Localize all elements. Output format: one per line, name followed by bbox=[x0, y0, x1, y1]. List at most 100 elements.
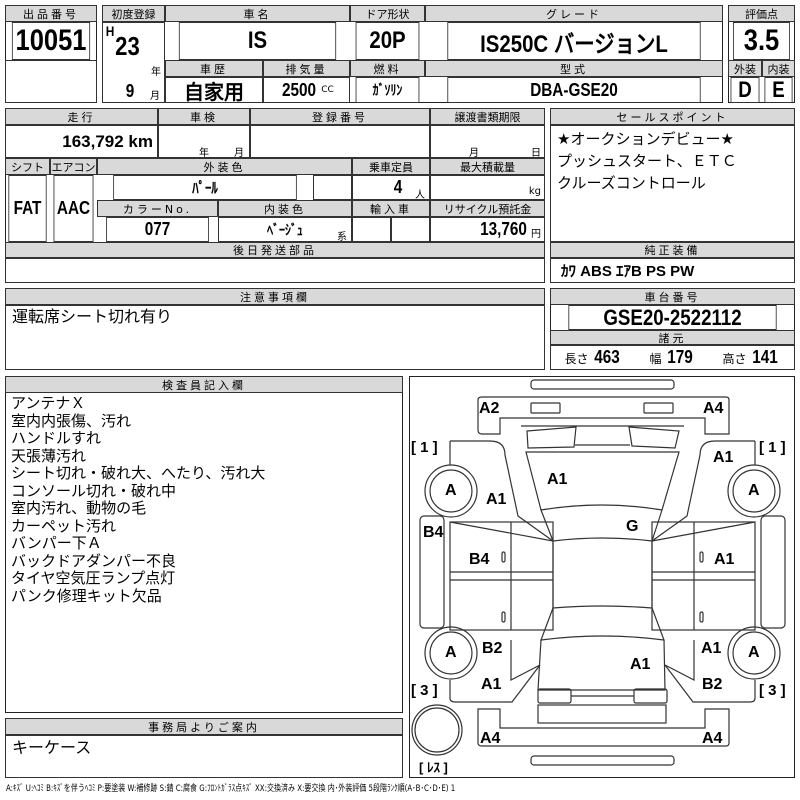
score: 3.5 bbox=[733, 22, 790, 60]
grade: IS250C バージョンL bbox=[447, 22, 701, 60]
displacement-label: 排気量 bbox=[263, 60, 350, 77]
year-unit: 年 bbox=[151, 67, 161, 78]
mark-trunk: A1 bbox=[630, 656, 651, 673]
lot-number: 10051 bbox=[11, 22, 91, 60]
int-grade: E bbox=[764, 77, 793, 103]
legend: A:ｷｽﾞ U:ﾍｺﾐ B:ｷｽﾞを伴うﾍｺﾐ P:要塗装 W:補修跡 S:錆 … bbox=[6, 784, 456, 794]
color-no: 077 bbox=[106, 217, 209, 242]
fuel: ｶﾞｿﾘﾝ bbox=[355, 77, 420, 103]
recycle-fee: 13,760 bbox=[480, 219, 527, 239]
mark-wheel-rl: A bbox=[445, 644, 457, 661]
door-label: ドア形状 bbox=[350, 5, 425, 22]
inspector-notes: アンテナＸ 室内内張傷、汚れ ハンドルすれ 天張薄汚れ シート切れ・破れ大、へた… bbox=[11, 394, 266, 605]
transfer-label: 譲渡書類期限 bbox=[430, 108, 545, 125]
chassis-label: 車台番号 bbox=[550, 288, 795, 305]
mark-right-door: A1 bbox=[714, 551, 735, 568]
mark-rear-right-fender: A1 bbox=[701, 640, 722, 657]
ac: AAC bbox=[53, 175, 94, 242]
reg-cell: H 23 年 9 月 bbox=[102, 22, 165, 103]
grade-label: グレード bbox=[425, 5, 723, 22]
mark-rear-bumper-right: A4 bbox=[702, 730, 723, 747]
yen-unit: 円 bbox=[531, 229, 541, 240]
later-parts-label: 後日発送部品 bbox=[5, 242, 545, 258]
car-name: IS bbox=[178, 22, 337, 60]
exterior-color: ﾊﾟｰﾙ bbox=[113, 175, 297, 200]
mark-left-door: B4 bbox=[469, 551, 490, 568]
sales-label: セールスポイント bbox=[550, 108, 795, 125]
door-type: 20P bbox=[355, 22, 420, 60]
ac-label: エアコン bbox=[50, 158, 97, 175]
mark-left-sill: B4 bbox=[423, 524, 444, 541]
notes-label: 注意事項欄 bbox=[5, 288, 545, 305]
tire-depth-fl: [ 1 ] bbox=[411, 439, 438, 456]
score-label: 評価点 bbox=[728, 5, 795, 22]
inspection-cell: 年 月 bbox=[158, 125, 250, 158]
car-name-label: 車名 bbox=[165, 5, 350, 22]
reg-label: 初度登録 bbox=[102, 5, 165, 22]
shift-label: シフト bbox=[5, 158, 50, 175]
spare-tire: [ ﾚｽ ] bbox=[419, 760, 448, 775]
capacity: 4 bbox=[393, 177, 403, 197]
tire-depth-rr: [ 3 ] bbox=[759, 682, 786, 699]
mark-rear-right-quarter: B2 bbox=[702, 676, 723, 693]
mark-rear-left-quarter: A1 bbox=[481, 676, 502, 693]
tire-depth-rl: [ 3 ] bbox=[411, 682, 438, 699]
height-label: 高さ bbox=[722, 352, 747, 366]
import-label: 輸入車 bbox=[352, 200, 430, 217]
inspection-label: 車検 bbox=[158, 108, 250, 125]
mark-rear-bumper-left: A4 bbox=[480, 730, 501, 747]
mark-front-right-fender: A1 bbox=[713, 449, 734, 466]
specs-row: 長さ 463 幅 179 高さ 141 bbox=[550, 345, 795, 370]
height: 141 bbox=[752, 347, 779, 367]
mark-hood: A1 bbox=[547, 471, 568, 488]
mileage: 163,792 km bbox=[5, 125, 158, 158]
mark-windshield: G bbox=[626, 518, 639, 535]
insp-year-unit: 年 bbox=[199, 148, 209, 158]
reg-year: 23 bbox=[115, 31, 140, 61]
length-label: 長さ bbox=[564, 352, 589, 366]
tire-depth-fr: [ 1 ] bbox=[759, 439, 786, 456]
mark-front-bumper-right: A4 bbox=[703, 400, 724, 417]
inspector-label: 検査員記入欄 bbox=[5, 376, 403, 393]
sales-points: ★オークションデビュー★ プッシュスタート、ＥＴＣ クルーズコントロール bbox=[550, 125, 795, 242]
capacity-cell: 4 人 bbox=[352, 175, 430, 200]
import-b bbox=[391, 217, 430, 242]
transfer-cell: 月 日 bbox=[430, 125, 545, 158]
insp-month-unit: 月 bbox=[234, 148, 244, 158]
recycle-cell: 13,760 円 bbox=[430, 217, 545, 242]
capacity-label: 乗車定員 bbox=[352, 158, 430, 175]
month-unit: 月 bbox=[150, 91, 160, 102]
transfer-day-unit: 日 bbox=[531, 148, 541, 158]
history: 自家用 bbox=[165, 77, 263, 103]
mark-front-bumper-left: A2 bbox=[479, 400, 500, 417]
notes: 運転席シート切れ有り bbox=[5, 305, 545, 370]
displacement-cell: 2500 CC bbox=[263, 77, 350, 103]
reg-month: 9 bbox=[125, 81, 135, 101]
import-a bbox=[352, 217, 391, 242]
int-label: 内装 bbox=[762, 60, 795, 77]
fuel-label: 燃料 bbox=[350, 60, 425, 77]
chassis-number: GSE20-2522112 bbox=[568, 305, 777, 330]
max-load-label: 最大積載量 bbox=[430, 158, 545, 175]
capacity-unit: 人 bbox=[415, 190, 425, 200]
max-load-unit: kg bbox=[430, 175, 545, 200]
specs-label: 諸元 bbox=[550, 330, 795, 345]
interior-unit: 系 bbox=[337, 232, 347, 242]
equipment: ｶﾜ ABS ｴｱB PS PW bbox=[550, 258, 795, 283]
color-blank bbox=[313, 175, 352, 200]
color-label: 外装色 bbox=[97, 158, 352, 175]
office-label: 事務局よりご案内 bbox=[5, 718, 403, 735]
model-label: 型式 bbox=[425, 60, 723, 77]
interior-color: ﾍﾞｰｼﾞｭ bbox=[267, 221, 303, 238]
width-label: 幅 bbox=[649, 352, 662, 366]
color-no-label: カラーNo. bbox=[97, 200, 218, 217]
transfer-month-unit: 月 bbox=[469, 148, 479, 158]
damage-diagram bbox=[409, 376, 795, 778]
mark-rear-left-fender: B2 bbox=[482, 640, 503, 657]
office-notes: キーケース bbox=[5, 735, 403, 778]
mark-front-left-fender: A1 bbox=[486, 491, 507, 508]
lot-blank bbox=[5, 60, 97, 103]
equipment-label: 純正装備 bbox=[550, 242, 795, 258]
width: 179 bbox=[667, 347, 694, 367]
